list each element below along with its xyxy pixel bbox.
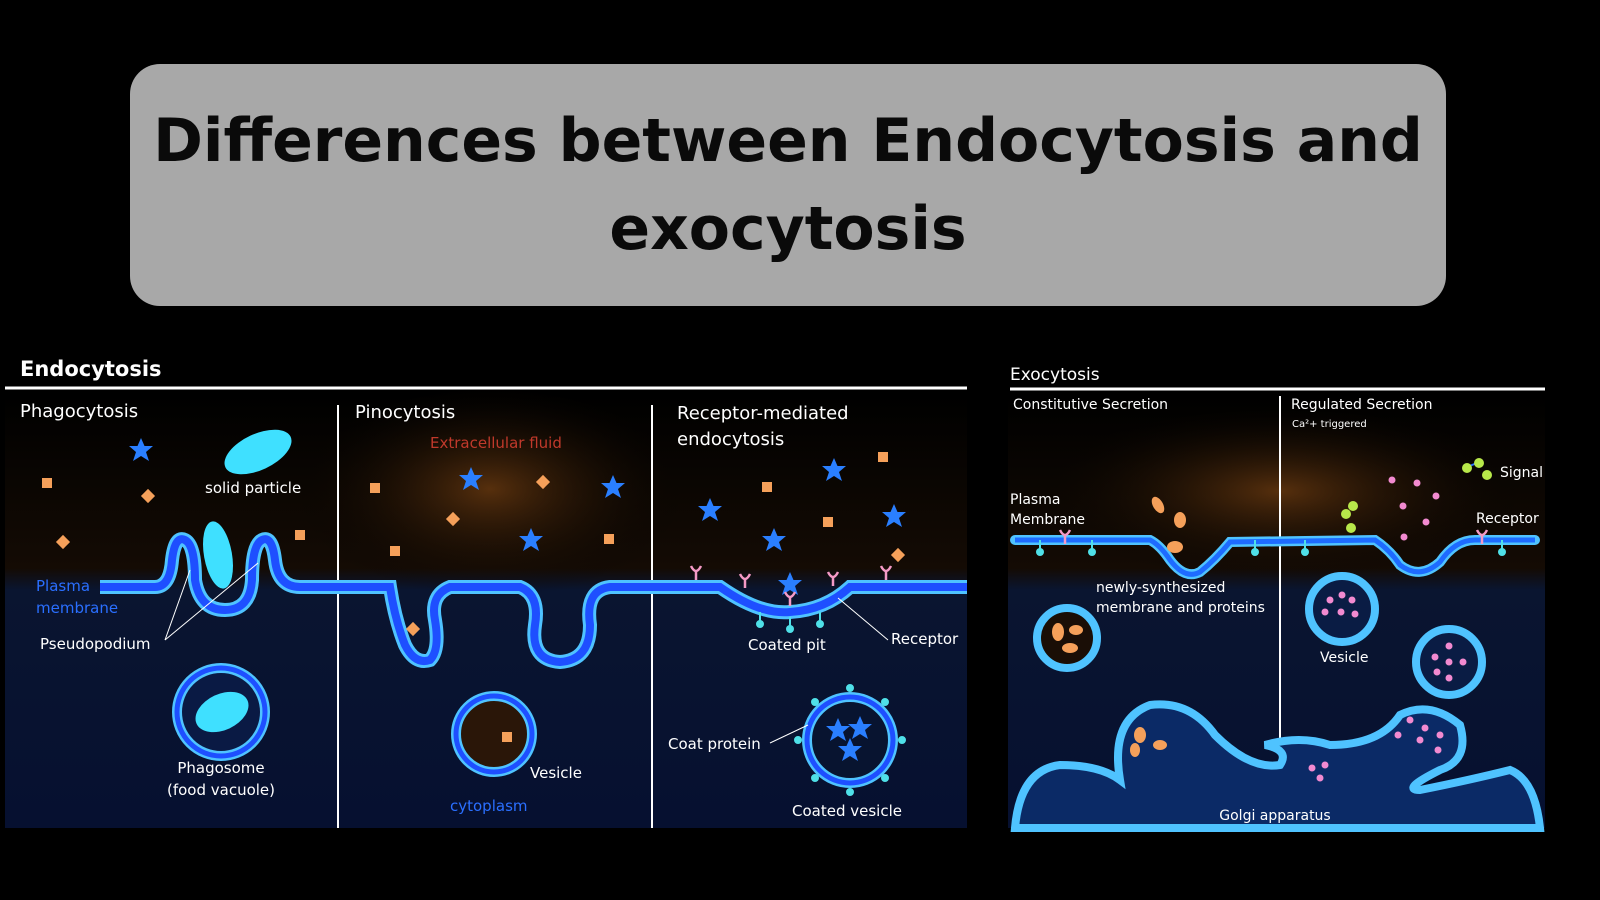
phagosome-particle: [195, 691, 249, 733]
phagosome-label-1: Phagosome: [177, 759, 264, 777]
extracellular-fluid-label: Extracellular fluid: [430, 434, 562, 452]
secreted-proteins: [1151, 496, 1186, 553]
phagosome-core: [174, 665, 268, 759]
golgi-label: Golgi apparatus: [1219, 808, 1330, 824]
solid-particle-shape: [224, 429, 292, 475]
square-particle: [42, 478, 52, 488]
square-particle: [390, 546, 400, 556]
vesicle-granules: [1321, 591, 1467, 682]
title-box: Differences between Endocytosis and exoc…: [130, 64, 1446, 306]
receptor-mediated-heading-2: endocytosis: [677, 429, 784, 450]
phagocytosis-heading: Phagocytosis: [20, 401, 138, 422]
coated-pit-label: Coated pit: [748, 636, 826, 654]
released-granules: [1388, 476, 1440, 541]
pointer-line: [769, 724, 809, 744]
engulfed-particle: [203, 521, 233, 589]
secretory-vesicle: [1033, 604, 1101, 672]
endocytosis-header: Endocytosis: [20, 357, 162, 381]
plasma-membrane-label-2: Membrane: [1010, 512, 1085, 528]
pointer-line: [164, 562, 259, 641]
regulated-heading: Regulated Secretion: [1291, 397, 1432, 413]
pseudopodium-label: Pseudopodium: [40, 635, 151, 653]
golgi-granules: [1308, 716, 1444, 782]
vesicle-label: Vesicle: [530, 764, 582, 782]
square-particle: [604, 534, 614, 544]
signal-label: Signal: [1500, 465, 1543, 481]
signal-icon: [1462, 458, 1492, 480]
receptor-mediated-heading-1: Receptor-mediated: [677, 403, 849, 424]
plasma-membrane-label-1: Plasma: [36, 577, 90, 595]
cytoplasm-label: cytoplasm: [450, 797, 528, 815]
pinocytosis-heading: Pinocytosis: [355, 402, 455, 423]
regulated-subheading: Ca²+ triggered: [1292, 419, 1367, 430]
membrane-core: [1015, 537, 1535, 577]
vesicle-proteins: [1052, 623, 1083, 653]
pointer-line: [837, 597, 889, 641]
coat-protein-label: Coat protein: [668, 735, 761, 753]
square-particle: [823, 517, 833, 527]
page-title: Differences between Endocytosis and exoc…: [153, 106, 1423, 264]
golgi-proteins: [1130, 727, 1167, 757]
square-particle: [762, 482, 772, 492]
solid-particle-label: solid particle: [205, 479, 301, 497]
square-particle: [878, 452, 888, 462]
plasma-membrane-label-2: membrane: [36, 599, 118, 617]
plasma-membrane-label-1: Plasma: [1010, 492, 1060, 508]
bound-signal-icon: [1341, 501, 1358, 533]
fluid-glow: [290, 390, 690, 610]
square-particle: [370, 483, 380, 493]
coated-vesicle-label: Coated vesicle: [792, 802, 902, 820]
pointer-line: [164, 569, 191, 641]
vesicle-label: Vesicle: [1320, 650, 1369, 666]
receptor-label: Receptor: [891, 630, 959, 648]
exocytosis-header: Exocytosis: [1010, 365, 1100, 385]
membrane-core: [100, 535, 967, 667]
golgi-apparatus: [1010, 700, 1545, 832]
vesicle-core: [804, 694, 896, 786]
square-particle: [295, 530, 305, 540]
constitutive-heading: Constitutive Secretion: [1013, 397, 1168, 413]
phagosome-label-2: (food vacuole): [167, 781, 275, 799]
receptor-label: Receptor: [1476, 511, 1539, 527]
coat-proteins: [794, 684, 906, 796]
vesicle-core: [453, 693, 535, 775]
newly-synthesized-label-2: membrane and proteins: [1096, 600, 1265, 616]
square-particle: [502, 732, 512, 742]
newly-synthesized-label-1: newly-synthesized: [1096, 580, 1225, 596]
